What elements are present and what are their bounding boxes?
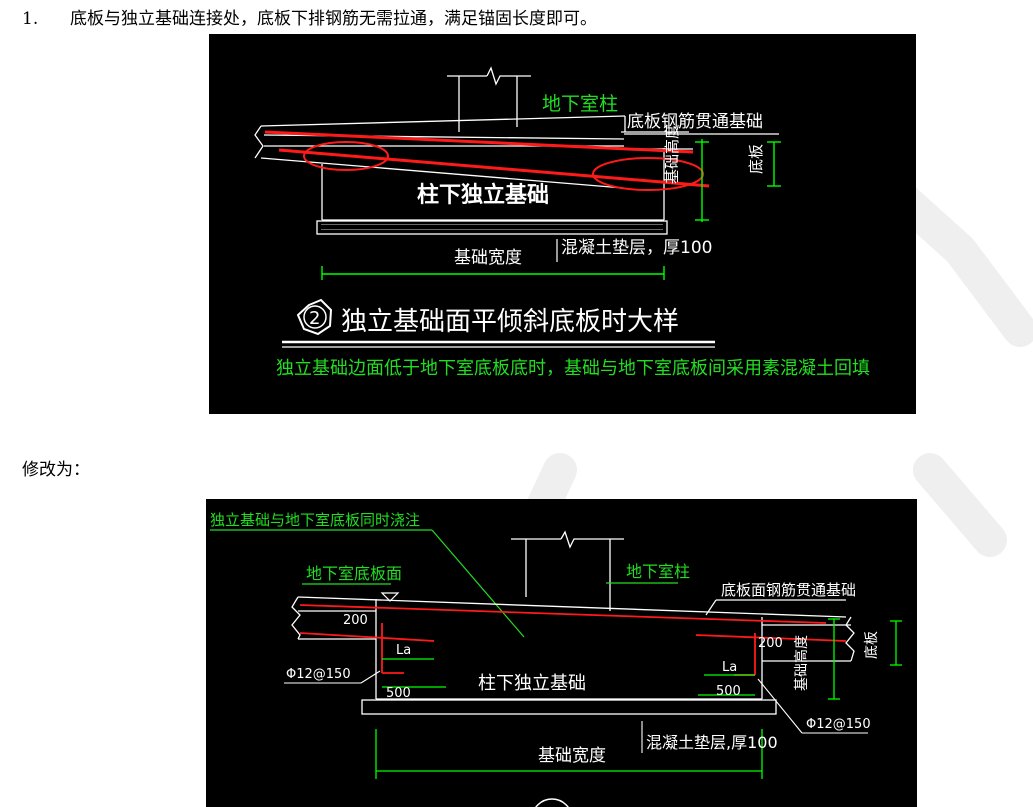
rebar-highlight-circles: [303, 141, 704, 191]
bar-spec-left-pointer: [360, 670, 381, 684]
paragraph-text: 底板与独立基础连接处，底板下排钢筋无需拉通，满足锚固长度即可。: [70, 9, 597, 29]
foundation-height-label: 基础高度: [793, 635, 810, 691]
slab-outline: [291, 596, 855, 715]
foundation-label: 柱下独立基础: [478, 673, 586, 694]
foundation-label: 柱下独立基础: [417, 182, 549, 208]
title-number-badge: [296, 298, 333, 336]
cushion-hatch: [321, 224, 663, 230]
pour-note-leader: [210, 529, 525, 638]
title-number: 2: [309, 308, 320, 329]
paragraph-number: 1.: [22, 9, 39, 29]
slab-thickness-label: 底板: [864, 631, 880, 659]
dim-500-left: 500: [386, 686, 411, 701]
pour-note: 独立基础与地下室底板同时浇注: [210, 511, 420, 529]
cad-drawing-modified: 独立基础与地下室底板同时浇注 地下室柱 地下室底板面: [206, 499, 917, 807]
slab-thickness-label: 底板: [747, 144, 765, 174]
drawing-note: 独立基础边面低于地下室底板底时，基础与地下室底板间采用素混凝土回填: [276, 358, 870, 379]
drawing-title: 独立基础面平倾斜底板时大样: [341, 307, 679, 337]
paragraph-item-1: 1. 底板与独立基础连接处，底板下排钢筋无需拉通，满足锚固长度即可。: [22, 4, 597, 29]
level-marker: [380, 592, 400, 602]
column-outline: [511, 530, 624, 611]
rebar-leader: [705, 599, 846, 616]
rebar-label: 底板钢筋贯通基础: [627, 112, 763, 132]
width-label: 基础宽度: [538, 746, 606, 766]
title-badge-partial: [535, 798, 569, 807]
la-right: La: [722, 660, 737, 675]
slab-rebar: [299, 604, 847, 676]
slab-rebar: [264, 130, 710, 188]
paragraph-modified-intro: 修改为：: [22, 460, 90, 480]
width-label: 基础宽度: [454, 248, 522, 268]
la-dim-lines: [382, 658, 755, 696]
bar-spec-right: Φ12@150: [806, 717, 871, 732]
dim-500-right: 500: [716, 684, 741, 699]
dim-200-left: 200: [343, 613, 368, 628]
foundation-height-label: 基础高度: [663, 124, 681, 184]
cad-drawing-original: 地下室柱 底板钢筋贯通基础 基础高度 底板 柱下独立基础 基础宽度 混凝土垫层，…: [209, 34, 916, 414]
dim-200-right: 200: [758, 636, 783, 651]
dimension-lines-right: [321, 139, 781, 280]
cushion-label: 混凝土垫层，厚100: [561, 238, 712, 258]
column-label: 地下室柱: [542, 93, 618, 115]
slab-top-label: 地下室底板面: [306, 564, 402, 583]
bar-spec-right-pointer: [757, 678, 803, 734]
rebar-label: 底板面钢筋贯通基础: [721, 581, 856, 599]
width-dimension: [375, 729, 763, 779]
bar-spec-left: Φ12@150: [286, 667, 351, 682]
column-outline: [447, 66, 531, 132]
column-label: 地下室柱: [626, 562, 690, 581]
la-left: La: [396, 643, 411, 658]
dimension-lines-right: [828, 618, 902, 700]
cushion-label: 混凝土垫层,厚100: [646, 733, 778, 752]
